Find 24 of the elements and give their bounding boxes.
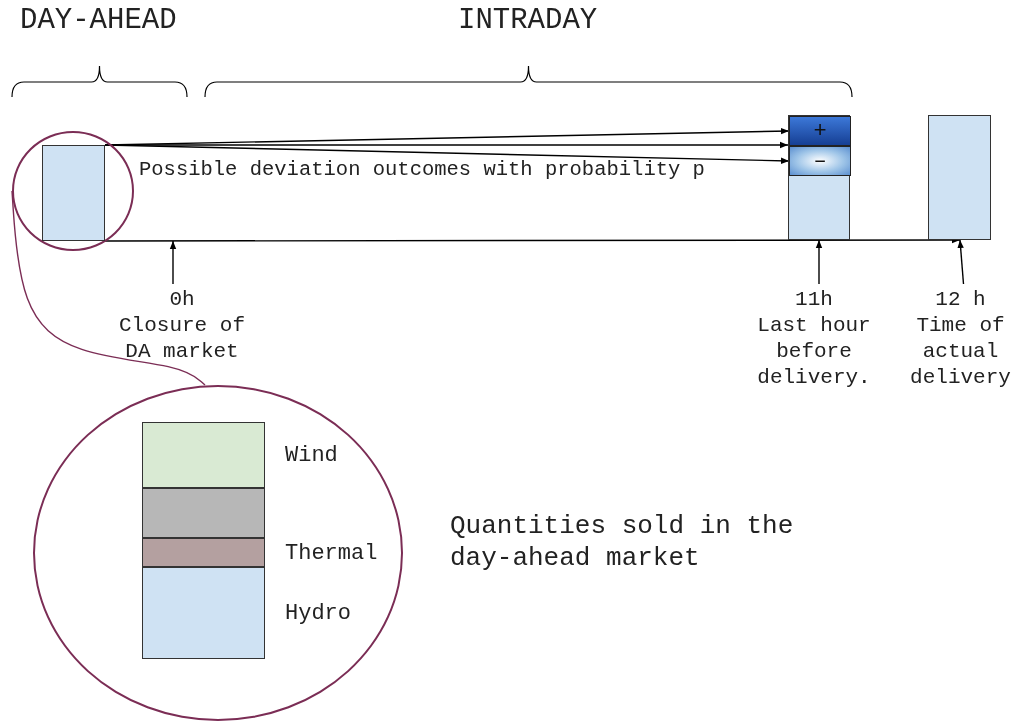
- plus-deviation-block: +: [789, 116, 851, 146]
- legend-text: Hydro: [285, 600, 351, 626]
- section-heading: INTRADAY: [458, 4, 598, 37]
- legend-text: Wind: [285, 442, 338, 468]
- arrow: [957, 239, 965, 285]
- arrow: [104, 144, 790, 164]
- zoom-connector: [11, 190, 206, 386]
- arrow: [104, 236, 961, 244]
- arrow: [815, 239, 823, 285]
- annotation: Quantities sold in the day-ahead market: [450, 510, 795, 574]
- section-heading: DAY-AHEAD: [20, 4, 177, 37]
- time-annotation: 0h Closure of DA market: [112, 287, 252, 365]
- bid-block: [42, 145, 105, 241]
- legend-text: Thermal: [285, 540, 378, 565]
- time-annotation: 11h Last hour before delivery.: [748, 287, 880, 391]
- bar-segment: [142, 488, 265, 538]
- zoom-circle: [12, 131, 134, 251]
- bid-block: [788, 115, 850, 240]
- annotation: Possible deviation outcomes with probability p: [139, 158, 705, 181]
- zoom-circle: [33, 385, 403, 721]
- delivery-block: [928, 115, 991, 240]
- arrow: [169, 240, 177, 285]
- minus-deviation-block: –: [789, 146, 851, 176]
- time-annotation: 12 h Time of actual delivery: [907, 287, 1014, 391]
